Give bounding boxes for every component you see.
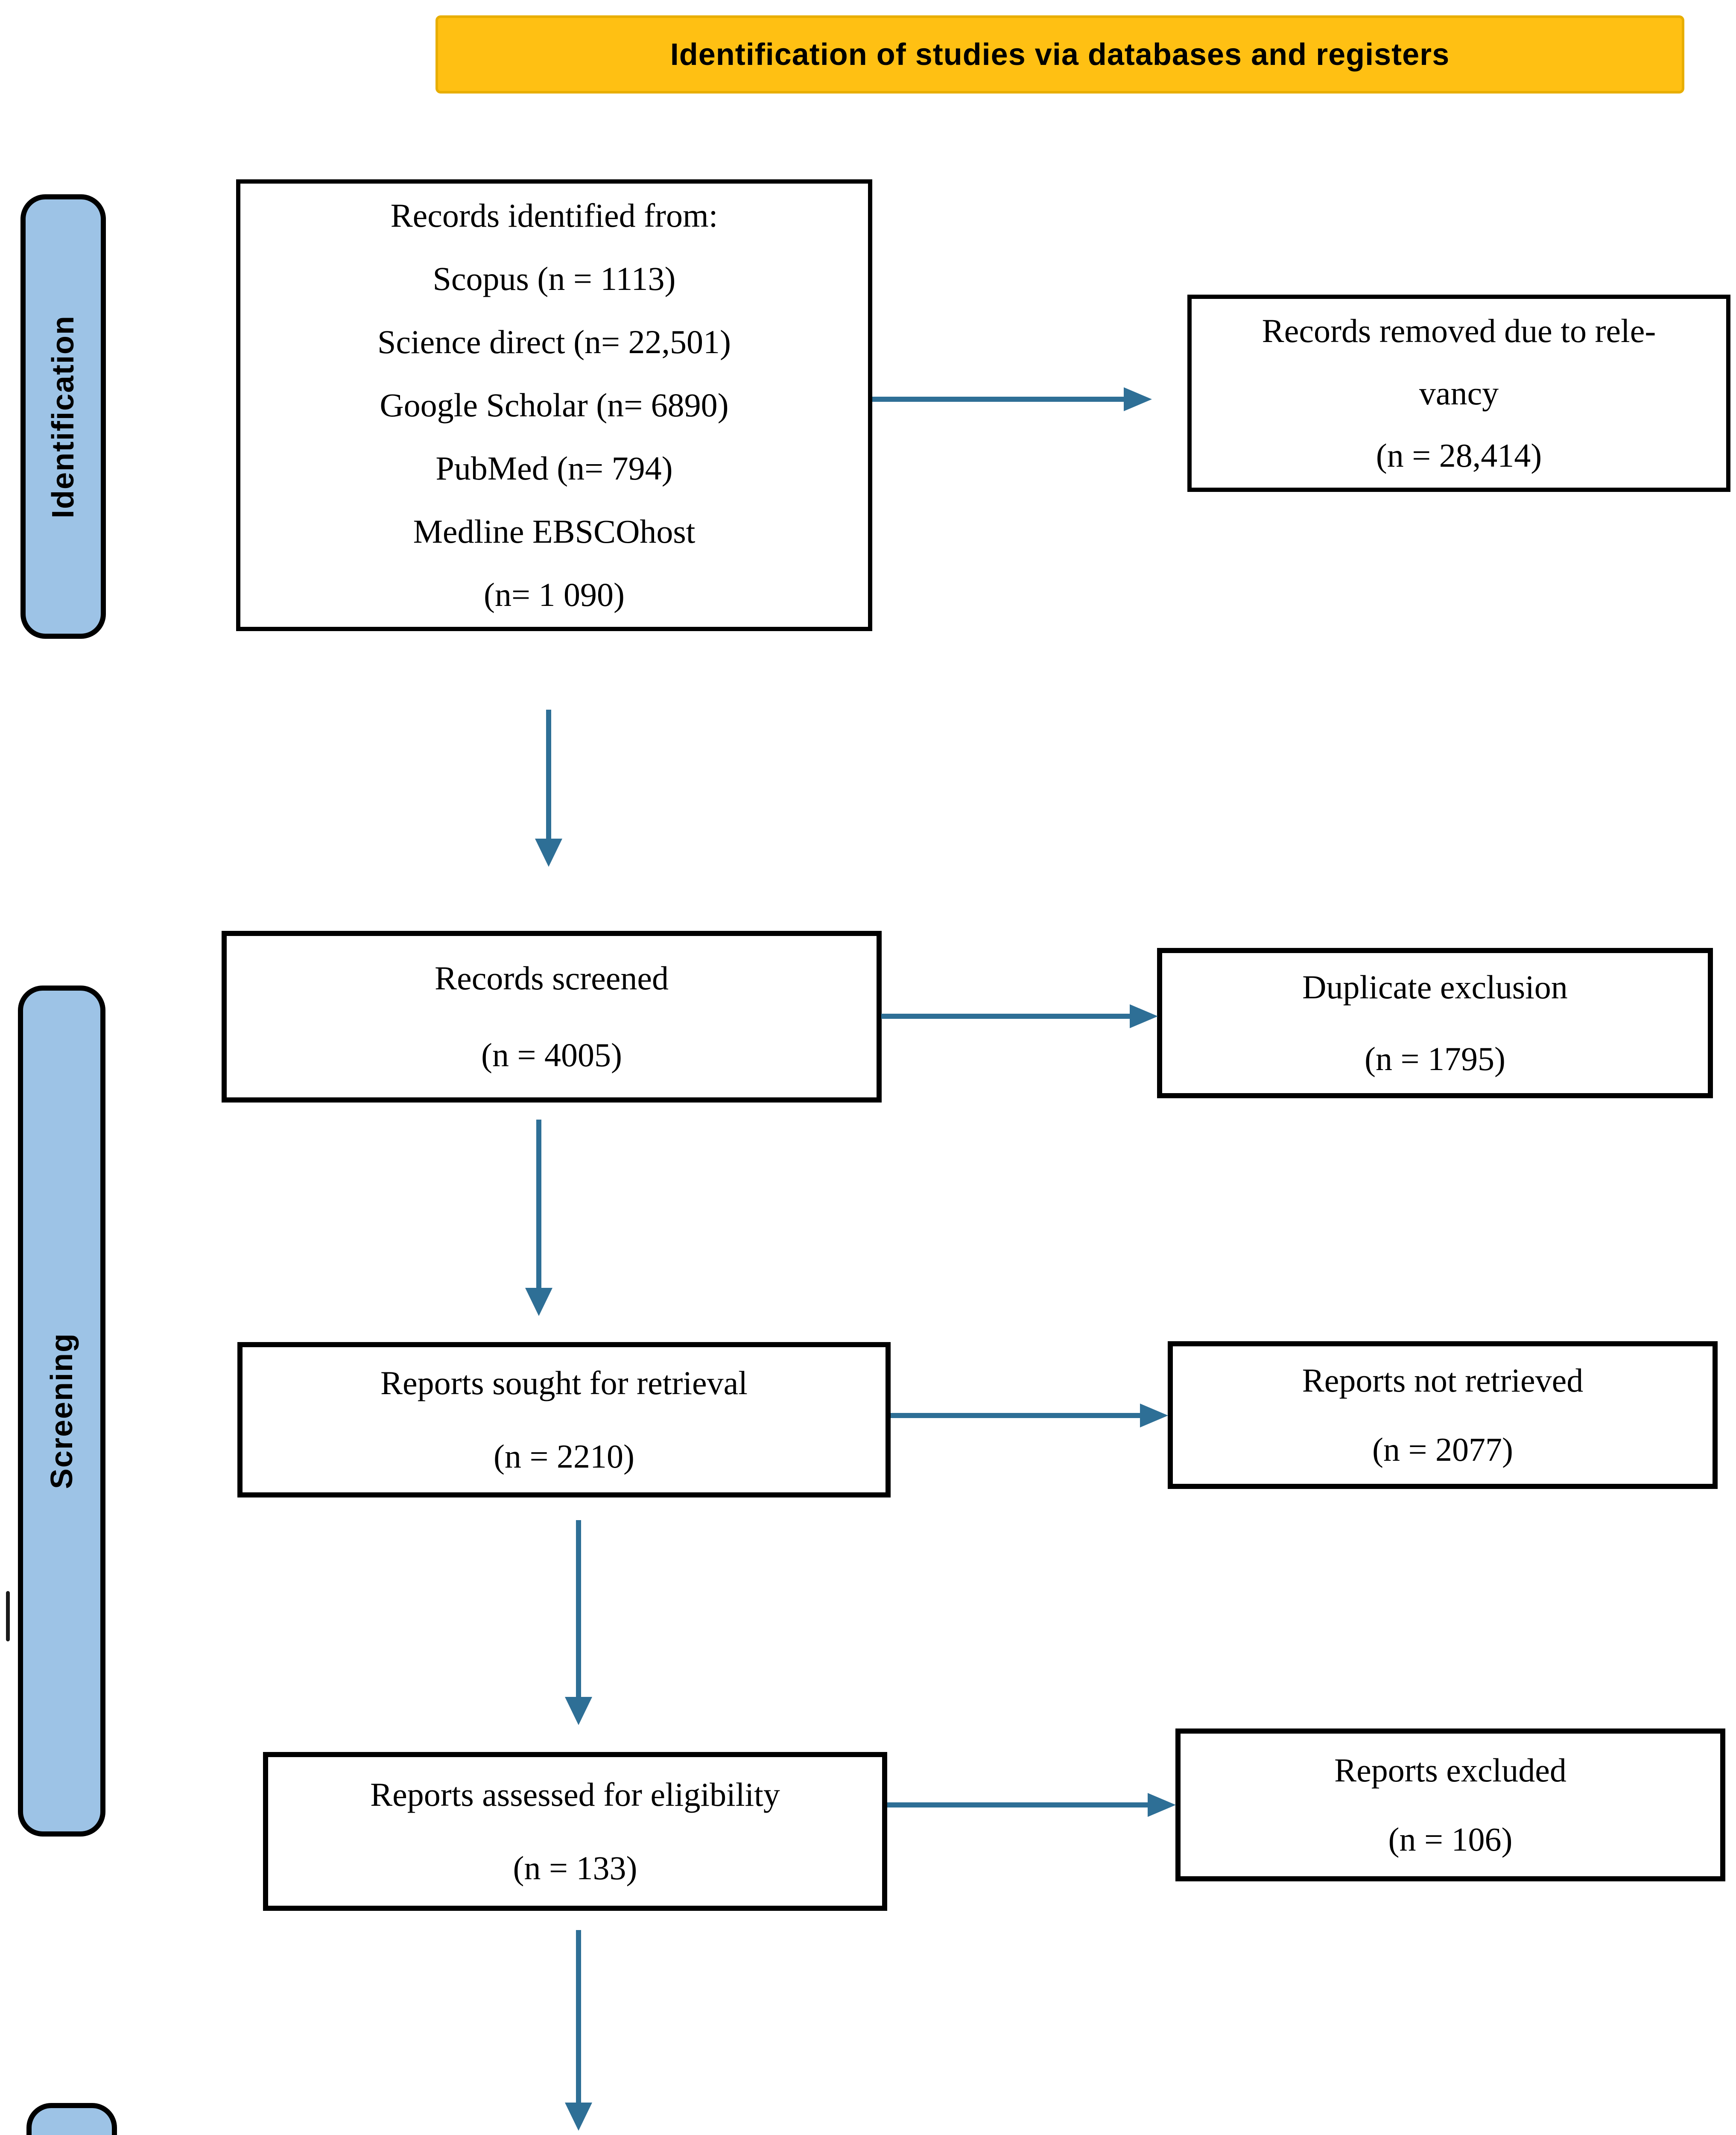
stage-label-identification: Identification <box>20 194 106 639</box>
left-margin-tick <box>6 1591 10 1641</box>
box-records-removed-line: Records removed due to rele- <box>1262 312 1656 349</box>
arrow-assessed-to-excluded <box>887 1793 1176 1817</box>
arrowhead-down-icon <box>565 1697 592 1725</box>
stage-label-identification-text: Identification <box>46 315 80 518</box>
arrow-shaft <box>536 1120 541 1291</box>
arrow-identified-to-screened <box>535 710 562 867</box>
arrowhead-right-icon <box>1140 1404 1168 1427</box>
box-records-identified-line: Science direct (n= 22,501) <box>377 323 731 360</box>
box-records-removed-line: (n = 28,414) <box>1376 437 1542 474</box>
arrow-shaft <box>891 1413 1143 1418</box>
box-records-identified-line: (n= 1 090) <box>484 576 625 613</box>
arrow-assessed-to-included <box>565 1930 592 2131</box>
arrow-shaft <box>881 1014 1133 1019</box>
box-records-removed-line: vancy <box>1419 374 1499 412</box>
title-banner: Identification of studies via databases … <box>435 15 1684 94</box>
box-records-identified-line: Scopus (n = 1113) <box>433 260 676 297</box>
box-duplicate-exclusion: Duplicate exclusion (n = 1795) <box>1157 948 1713 1098</box>
stage-label-included: Included <box>26 2103 117 2135</box>
arrowhead-down-icon <box>565 2103 592 2131</box>
title-banner-label: Identification of studies via databases … <box>670 37 1450 72</box>
box-records-screened: Records screened (n = 4005) <box>222 931 882 1103</box>
box-records-identified-line: Medline EBSCOhost <box>413 513 696 550</box>
box-reports-sought-line: (n = 2210) <box>494 1438 634 1475</box>
arrow-screened-to-duplicates <box>881 1004 1158 1028</box>
box-records-screened-line: Records screened <box>435 959 669 997</box>
box-records-identified-line: PubMed (n= 794) <box>435 450 673 487</box>
box-reports-not-retrieved-line: Reports not retrieved <box>1302 1362 1584 1399</box>
box-records-identified-line: Google Scholar (n= 6890) <box>380 386 729 424</box>
box-reports-sought-line: Reports sought for retrieval <box>380 1364 748 1401</box>
box-reports-assessed-line: (n = 133) <box>513 1849 637 1886</box>
box-reports-not-retrieved-line: (n = 2077) <box>1372 1431 1513 1468</box>
arrow-shaft <box>576 1930 581 2106</box>
box-reports-excluded: Reports excluded (n = 106) <box>1175 1728 1725 1881</box>
arrow-shaft <box>872 397 1127 402</box>
stage-label-screening-text: Screening <box>44 1333 79 1489</box>
arrowhead-right-icon <box>1148 1793 1176 1817</box>
box-records-identified-line: Records identified from: <box>390 197 718 234</box>
arrow-screened-to-sought <box>525 1120 552 1316</box>
box-reports-assessed-line: Reports assessed for eligibility <box>370 1776 780 1813</box>
arrow-sought-to-not-retrieved <box>891 1404 1168 1427</box>
arrow-shaft <box>887 1802 1151 1807</box>
arrowhead-right-icon <box>1124 387 1152 411</box>
arrow-shaft <box>576 1520 581 1700</box>
arrow-shaft <box>546 710 551 842</box>
box-records-screened-line: (n = 4005) <box>481 1036 622 1073</box>
arrowhead-down-icon <box>525 1288 552 1316</box>
arrowhead-down-icon <box>535 839 562 867</box>
box-reports-excluded-line: Reports excluded <box>1334 1752 1566 1789</box>
box-reports-not-retrieved: Reports not retrieved (n = 2077) <box>1168 1341 1718 1489</box>
arrow-identified-to-removed <box>872 387 1152 411</box>
arrow-sought-to-assessed <box>565 1520 592 1725</box>
box-duplicate-exclusion-line: Duplicate exclusion <box>1302 968 1568 1006</box>
box-reports-excluded-line: (n = 106) <box>1388 1821 1513 1858</box>
box-records-removed: Records removed due to rele- vancy (n = … <box>1187 295 1730 492</box>
stage-label-screening: Screening <box>18 986 105 1837</box>
box-reports-sought: Reports sought for retrieval (n = 2210) <box>237 1342 891 1497</box>
box-duplicate-exclusion-line: (n = 1795) <box>1365 1040 1505 1077</box>
box-records-identified: Records identified from: Scopus (n = 111… <box>236 179 872 631</box>
arrowhead-right-icon <box>1130 1004 1158 1028</box>
box-reports-assessed: Reports assessed for eligibility (n = 13… <box>263 1752 887 1911</box>
